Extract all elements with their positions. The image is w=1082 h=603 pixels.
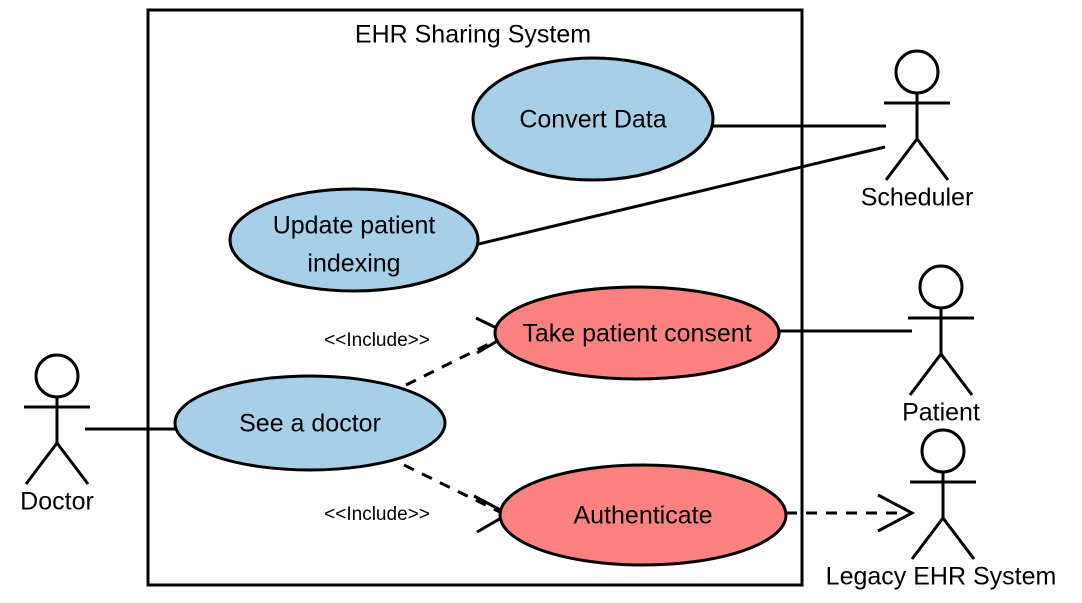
use-case-label-see-a-doctor: See a doctor xyxy=(239,410,381,438)
use-case-take-patient-consent[interactable]: Take patient consent xyxy=(493,285,781,381)
use-case-see-a-doctor[interactable]: See a doctor xyxy=(173,374,447,472)
use-case-ellipse-take-patient-consent[interactable] xyxy=(493,285,781,381)
stereotype-label-include-authenticate: <<Include>> xyxy=(324,504,430,525)
association-scheduler-update-indexing xyxy=(465,145,886,249)
dependency-arrowhead-legacy-ehr-system xyxy=(877,493,916,533)
use-case-label-convert-data: Convert Data xyxy=(519,106,666,134)
actor-label-scheduler: Scheduler xyxy=(861,184,974,212)
use-case-label-take-patient-consent: Take patient consent xyxy=(522,320,751,348)
use-case-label-authenticate: Authenticate xyxy=(574,502,713,530)
actor-leg-left-patient xyxy=(908,353,943,396)
actor-head-icon-scheduler xyxy=(894,49,940,95)
use-case-update-patient-indexing[interactable]: Update patient indexing xyxy=(228,187,480,293)
include-line-authenticate xyxy=(403,463,503,515)
use-case-ellipse-update-patient-indexing[interactable] xyxy=(228,187,480,293)
actor-patient[interactable]: Patient xyxy=(902,264,980,427)
actor-label-legacy-ehr-system: Legacy EHR System xyxy=(826,563,1057,591)
actor-leg-right-scheduler xyxy=(915,138,950,181)
use-case-label-update-patient-indexing-line1: Update patient xyxy=(273,212,436,240)
stereotype-label-include-consent: <<Include>> xyxy=(324,330,430,351)
use-case-label-update-patient-indexing-line2: indexing xyxy=(307,250,400,278)
actor-legacy-ehr-system[interactable]: Legacy EHR System xyxy=(826,428,1057,591)
actor-leg-right-doctor xyxy=(55,442,90,485)
actor-label-doctor: Doctor xyxy=(20,488,94,516)
actor-leg-right-legacy-ehr-system xyxy=(941,517,976,560)
use-case-ellipse-convert-data[interactable] xyxy=(471,56,715,182)
include-line-take-patient-consent xyxy=(405,335,504,387)
system-boundary-box xyxy=(146,8,804,587)
actor-leg-left-doctor xyxy=(24,442,59,485)
use-case-convert-data[interactable]: Convert Data xyxy=(471,56,715,182)
actor-head-icon-doctor xyxy=(34,353,80,399)
use-case-ellipse-see-a-doctor[interactable] xyxy=(173,374,447,472)
actor-doctor[interactable]: Doctor xyxy=(20,353,94,516)
use-case-ellipse-authenticate[interactable] xyxy=(498,463,788,567)
actor-leg-left-legacy-ehr-system xyxy=(910,517,945,560)
actor-leg-right-patient xyxy=(939,353,974,396)
actor-head-icon-patient xyxy=(918,264,964,310)
actor-label-patient: Patient xyxy=(902,399,980,427)
use-case-authenticate[interactable]: Authenticate xyxy=(498,463,788,567)
actor-scheduler[interactable]: Scheduler xyxy=(861,49,974,212)
system-boundary-title: EHR Sharing System xyxy=(355,21,591,49)
actor-leg-left-scheduler xyxy=(884,138,919,181)
actor-head-icon-legacy-ehr-system xyxy=(920,428,966,474)
